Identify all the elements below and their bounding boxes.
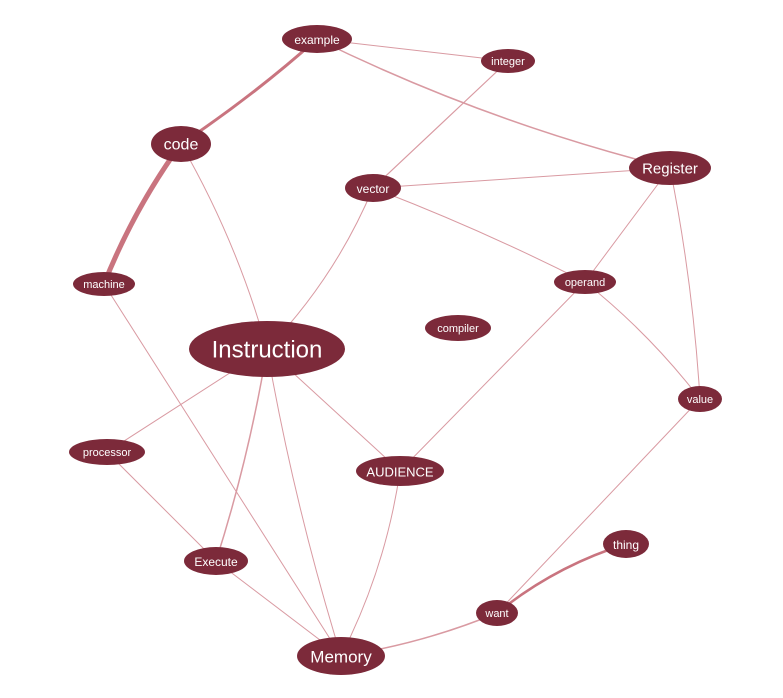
edge-vector-register	[372, 167, 671, 189]
node-processor-shape	[69, 439, 145, 465]
node-example-label: example	[294, 33, 340, 47]
node-compiler-shape	[425, 315, 491, 341]
edge-integer-vector	[372, 60, 509, 189]
node-instruction[interactable]: Instruction	[189, 321, 345, 377]
node-code-label: code	[164, 137, 199, 154]
node-audience-shape	[356, 456, 444, 486]
node-instruction-shape	[189, 321, 345, 377]
edge-example-code	[179, 37, 319, 146]
node-execute-label: Execute	[194, 555, 238, 569]
node-processor[interactable]: processor	[69, 439, 145, 465]
node-operand-shape	[554, 270, 616, 294]
node-machine[interactable]: machine	[73, 272, 135, 296]
node-register[interactable]: Register	[629, 151, 711, 185]
node-want-label: want	[484, 608, 508, 620]
node-machine-label: machine	[83, 279, 125, 291]
node-audience[interactable]: AUDIENCE	[356, 456, 444, 486]
edge-code-instruction	[180, 143, 268, 350]
node-audience-label: AUDIENCE	[366, 465, 434, 480]
node-execute-shape	[184, 547, 248, 575]
node-example-shape	[282, 25, 352, 53]
node-want-shape	[476, 600, 518, 626]
node-processor-label: processor	[83, 447, 132, 459]
edge-operand-value	[584, 281, 701, 400]
node-memory-label: Memory	[310, 648, 372, 667]
node-integer[interactable]: integer	[481, 49, 535, 73]
node-register-label: Register	[642, 161, 698, 178]
edge-register-value	[669, 167, 701, 400]
node-execute[interactable]: Execute	[184, 547, 248, 575]
edge-processor-execute	[106, 451, 217, 562]
edge-instruction-execute	[215, 348, 268, 562]
edge-code-machine	[101, 141, 184, 287]
node-code-shape	[151, 126, 211, 162]
node-want[interactable]: want	[476, 600, 518, 626]
edge-vector-operand	[372, 187, 586, 283]
node-vector-label: vector	[357, 182, 390, 196]
node-compiler-label: compiler	[437, 323, 479, 335]
node-thing-label: thing	[613, 538, 639, 552]
node-value[interactable]: value	[678, 386, 722, 412]
node-instruction-label: Instruction	[212, 337, 323, 364]
node-operand[interactable]: operand	[554, 270, 616, 294]
edge-want-thing	[495, 542, 628, 615]
edge-machine-memory	[103, 283, 342, 657]
node-memory[interactable]: Memory	[297, 637, 385, 675]
edge-value-want	[496, 398, 701, 614]
edge-audience-memory	[340, 470, 401, 657]
node-memory-shape	[297, 637, 385, 675]
node-vector-shape	[345, 174, 401, 202]
node-integer-shape	[481, 49, 535, 73]
edge-operand-audience	[399, 281, 586, 472]
node-thing[interactable]: thing	[603, 530, 649, 558]
node-vector[interactable]: vector	[345, 174, 401, 202]
node-machine-shape	[73, 272, 135, 296]
node-example[interactable]: example	[282, 25, 352, 53]
node-integer-label: integer	[491, 56, 525, 68]
node-value-shape	[678, 386, 722, 412]
node-register-shape	[629, 151, 711, 185]
node-code[interactable]: code	[151, 126, 211, 162]
node-compiler[interactable]: compiler	[425, 315, 491, 341]
node-value-label: value	[687, 394, 713, 406]
edge-example-register	[316, 38, 671, 169]
node-operand-label: operand	[565, 277, 605, 289]
edge-register-operand	[584, 167, 671, 283]
edge-instruction-memory	[266, 348, 342, 657]
node-thing-shape	[603, 530, 649, 558]
